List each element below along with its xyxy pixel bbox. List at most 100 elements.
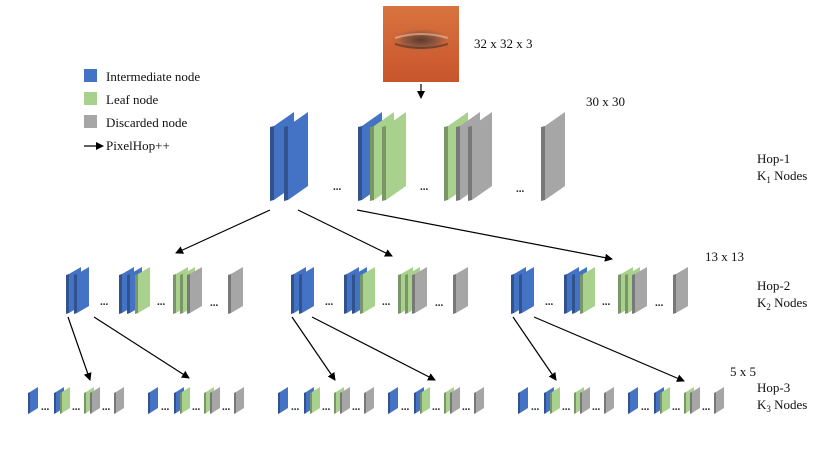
hop3-g5-node-intermediate-1-edge <box>654 392 656 414</box>
hop3-g5-node-discarded-4-edge <box>690 392 692 414</box>
hop1-node-leaf-4-edge <box>382 126 386 201</box>
hop3-g1-node-discarded-4-face <box>212 387 220 413</box>
hop3-g2-node-discarded-5 <box>364 387 374 414</box>
hop3-g4-ellipsis-3: ... <box>592 401 601 413</box>
hop2-g0-node-intermediate-1-face <box>77 267 89 313</box>
hop2-g2-node-intermediate-1-edge <box>519 274 522 314</box>
hop1-node-leaf-4 <box>382 112 406 201</box>
hop2-g2-node-intermediate-0-edge <box>511 274 514 314</box>
hop2-g2-node-discarded-8 <box>673 267 688 314</box>
hop3-g5-node-leaf-2-face <box>662 387 670 413</box>
legend-discarded-label: Discarded node <box>106 115 187 130</box>
hop3-g0-node-discarded-5-face <box>116 387 124 413</box>
hop3-g4-node-discarded-4-edge <box>580 392 582 414</box>
hop3-g3-node-leaf-3-edge <box>444 392 446 414</box>
input-dims-label: 32 x 32 x 3 <box>474 36 533 51</box>
hop3-g1-node-discarded-4 <box>210 387 220 414</box>
hop3-g5-ellipsis-1: ... <box>641 401 650 413</box>
hop3-g0-node-discarded-5-edge <box>114 392 116 414</box>
hop3-g4-node-intermediate-1-edge <box>544 392 546 414</box>
hop2-dims-label: 13 x 13 <box>705 249 744 264</box>
hop2-g2-node-intermediate-1-face <box>522 267 534 313</box>
hop2-g1-node-discarded-7 <box>412 267 427 314</box>
hop1-node-discarded-8-face <box>545 112 565 200</box>
hop3-g3-node-discarded-5-face <box>476 387 484 413</box>
hop1-nodes-label: K1 Nodes <box>757 168 807 185</box>
hop3-g2-ellipsis-1: ... <box>291 401 300 413</box>
hop2-g1-node-discarded-7-face <box>415 267 427 313</box>
hop2-g0-node-discarded-8-edge <box>228 274 231 314</box>
hop2-g0-node-discarded-7-face <box>190 267 202 313</box>
hop3-g2-node-discarded-5-face <box>366 387 374 413</box>
hop2-g2-node-leaf-4-edge <box>580 274 583 314</box>
hop3-g1-node-discarded-5-face <box>236 387 244 413</box>
arrow-hop1-to-hop2-right <box>356 209 613 262</box>
hop2-g2-node-discarded-8-edge <box>673 274 676 314</box>
hop3-g0-node-intermediate-0 <box>28 387 38 414</box>
arrow-hop2a-to-hop3-b <box>93 316 190 379</box>
hop2-g2-node-intermediate-2-edge <box>564 274 567 314</box>
hop3-g4-node-leaf-2-edge <box>550 392 552 414</box>
hop3-g5-node-intermediate-0-edge <box>628 392 630 414</box>
hop3-g0-ellipsis-2: ... <box>72 401 81 413</box>
hop2-g1-ellipsis-2: ... <box>382 296 391 308</box>
hop3-g1-node-leaf-3-edge <box>204 392 206 414</box>
hop3-g0-node-discarded-4-edge <box>90 392 92 414</box>
hop3-g3-node-intermediate-0-edge <box>388 392 390 414</box>
hop3-g0-node-discarded-4 <box>90 387 100 414</box>
hop2-g2-node-leaf-4 <box>580 267 595 314</box>
legend-swatch-leaf <box>84 92 97 105</box>
hop3-g1-ellipsis-1: ... <box>161 401 170 413</box>
arrow-hop2b-to-hop3-b <box>311 316 436 381</box>
hop3-g0-node-intermediate-0-face <box>30 387 38 413</box>
hop3-g4-node-intermediate-0 <box>518 387 528 414</box>
hop1-ellipsis-1: ... <box>333 181 342 193</box>
hop3-g3-node-leaf-2-edge <box>420 392 422 414</box>
hop2-g0-node-intermediate-1 <box>74 267 89 314</box>
hop3-g2-node-leaf-3-edge <box>334 392 336 414</box>
hop3-g0-node-leaf-2-face <box>62 387 70 413</box>
hop2-g0-ellipsis-2: ... <box>157 296 166 308</box>
hop3-g2-node-discarded-4-face <box>342 387 350 413</box>
hop3-g2-node-intermediate-0-face <box>280 387 288 413</box>
input-image <box>383 6 459 82</box>
hop2-g2-node-leaf-5-edge <box>618 274 621 314</box>
hop3-g4-node-leaf-2 <box>550 387 560 414</box>
arrow-hop2c-to-hop3-a <box>512 316 557 381</box>
hop2-g1-node-discarded-8-face <box>456 267 468 313</box>
hop3-g3-ellipsis-2: ... <box>432 401 441 413</box>
hop3-g0-node-leaf-2 <box>60 387 70 414</box>
hop3-g0-node-intermediate-0-edge <box>28 392 30 414</box>
hop3-g0-node-discarded-4-face <box>92 387 100 413</box>
hop2-g2-node-discarded-8-face <box>676 267 688 313</box>
hop3-g5-node-leaf-3-edge <box>684 392 686 414</box>
hop3-g3-node-discarded-5-edge <box>474 392 476 414</box>
hop3-g1-node-leaf-2-face <box>182 387 190 413</box>
hop3-g1-node-intermediate-0-face <box>150 387 158 413</box>
hop1-dims-label: 30 x 30 <box>586 94 625 109</box>
legend-swatch-discarded <box>84 115 97 128</box>
hop2-g0-node-leaf-5-edge <box>173 274 176 314</box>
hop3-g5-node-discarded-5-face <box>716 387 724 413</box>
hop1-node-discarded-8-edge <box>541 126 545 201</box>
hop3-g0-ellipsis-3: ... <box>102 401 111 413</box>
hop2-g0-ellipsis-1: ... <box>100 296 109 308</box>
arrow-hop1-to-hop2-left <box>175 209 271 254</box>
hop3-g5-ellipsis-3: ... <box>702 401 711 413</box>
hop2-g1-node-discarded-7-edge <box>412 274 415 314</box>
hop3-g2-node-leaf-2-edge <box>310 392 312 414</box>
hop2-g2-ellipsis-3: ... <box>655 297 664 309</box>
hop1-ellipsis-2: ... <box>420 181 429 193</box>
legend: Intermediate node Leaf node Discarded no… <box>84 69 200 153</box>
hop3-g3-ellipsis-3: ... <box>462 401 471 413</box>
legend-leaf-label: Leaf node <box>106 92 159 107</box>
hop2-g0-node-leaf-4-edge <box>135 274 138 314</box>
hop2-g1-node-leaf-4 <box>360 267 375 314</box>
hop1-node-leaf-5-edge <box>444 126 448 201</box>
hop2-g0-node-leaf-4 <box>135 267 150 314</box>
hop3-g2-ellipsis-3: ... <box>352 401 361 413</box>
hop3-g4-node-discarded-5 <box>604 387 614 414</box>
hop3-g5-node-intermediate-0-face <box>630 387 638 413</box>
hop2-g0-node-discarded-8 <box>228 267 243 314</box>
hop3-g5-ellipsis-2: ... <box>672 401 681 413</box>
